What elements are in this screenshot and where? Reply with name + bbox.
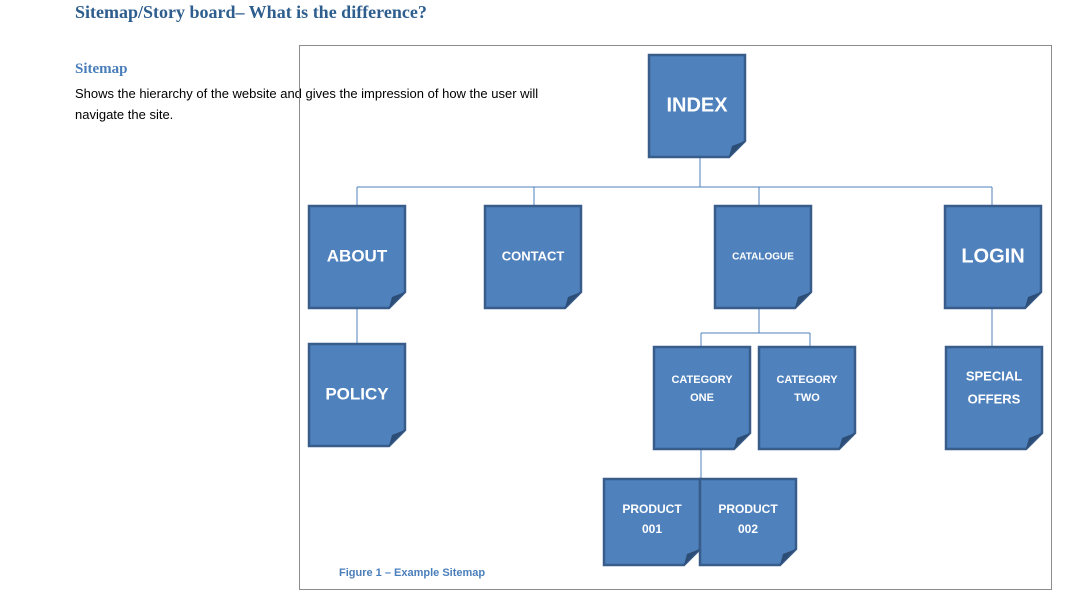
node-label: INDEX bbox=[666, 94, 728, 116]
node-label: 001 bbox=[642, 522, 662, 536]
body-line-1: Shows the hierarchy of the website and g… bbox=[75, 86, 539, 101]
node-label: ABOUT bbox=[327, 246, 388, 265]
node-special-offers: SPECIAL OFFERS bbox=[944, 345, 1044, 451]
node-label: ONE bbox=[690, 392, 714, 404]
node-fold bbox=[734, 433, 750, 449]
node-category-two: CATEGORY TWO bbox=[757, 345, 857, 451]
node-fold bbox=[565, 292, 581, 308]
node-label: PRODUCT bbox=[718, 502, 778, 516]
node-product-002: PRODUCT 002 bbox=[698, 477, 798, 567]
node-contact: CONTACT bbox=[483, 204, 583, 310]
node-fold bbox=[795, 292, 811, 308]
node-label: CONTACT bbox=[502, 248, 565, 263]
node-category-one: CATEGORY ONE bbox=[652, 345, 752, 451]
node-index: INDEX bbox=[647, 53, 747, 159]
node-fold bbox=[780, 549, 796, 565]
body-paragraph: Shows the hierarchy of the website and g… bbox=[75, 83, 575, 125]
body-line-2: navigate the site. bbox=[75, 107, 174, 122]
section-heading: Sitemap bbox=[75, 61, 128, 77]
figure-frame bbox=[299, 45, 1052, 590]
node-product-001: PRODUCT 001 bbox=[602, 477, 702, 567]
node-label: POLICY bbox=[325, 384, 389, 403]
node-catalogue: CATALOGUE bbox=[713, 204, 813, 310]
node-label: LOGIN bbox=[961, 245, 1024, 267]
node-label: OFFERS bbox=[968, 391, 1021, 406]
node-label: PRODUCT bbox=[622, 502, 682, 516]
node-fold bbox=[389, 430, 405, 446]
page-title: Sitemap/Story board– What is the differe… bbox=[75, 2, 427, 22]
node-label: 002 bbox=[738, 522, 758, 536]
node-label: CATALOGUE bbox=[732, 252, 794, 263]
node-fold bbox=[1026, 433, 1042, 449]
node-login: LOGIN bbox=[943, 204, 1043, 310]
node-fold bbox=[684, 549, 700, 565]
node-label: CATEGORY bbox=[671, 374, 733, 386]
node-policy: POLICY bbox=[307, 342, 407, 448]
node-label: SPECIAL bbox=[966, 368, 1022, 383]
node-fold bbox=[729, 141, 745, 157]
figure-caption: Figure 1 – Example Sitemap bbox=[339, 567, 486, 579]
node-fold bbox=[1025, 292, 1041, 308]
node-fold bbox=[839, 433, 855, 449]
node-fold bbox=[389, 292, 405, 308]
node-label: CATEGORY bbox=[776, 374, 838, 386]
node-label: TWO bbox=[794, 392, 820, 404]
node-about: ABOUT bbox=[307, 204, 407, 310]
